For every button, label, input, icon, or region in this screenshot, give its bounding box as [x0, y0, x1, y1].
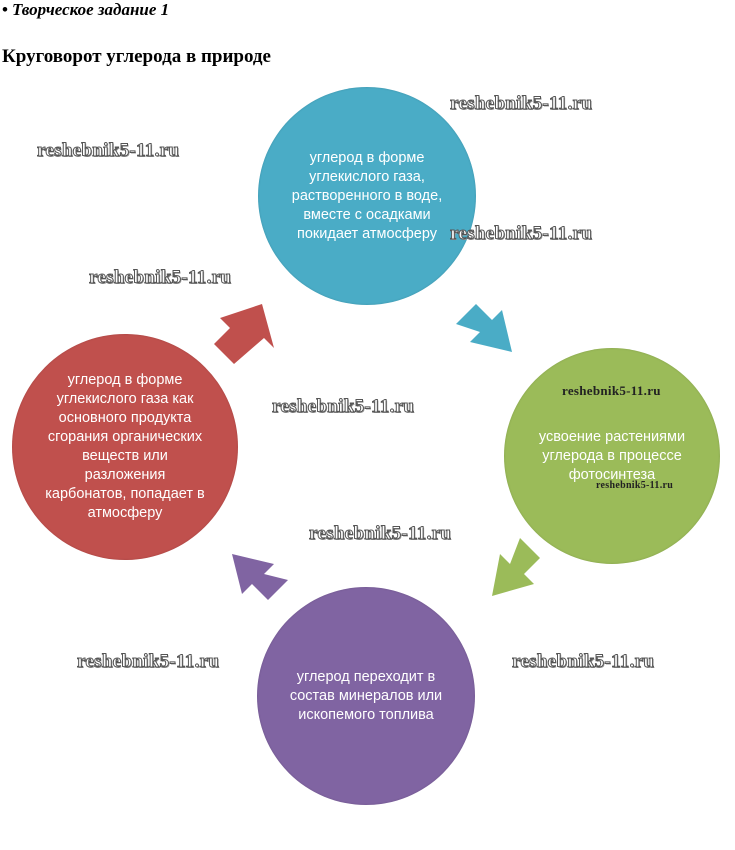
node-combustion-co2: углерод в форме углекислого газа как осн…	[12, 334, 238, 560]
watermark: reshebnik5-11.ru	[308, 523, 452, 545]
node-text: углерод в форме углекислого газа как осн…	[45, 372, 205, 521]
watermark: reshebnik5-11.ru	[88, 267, 232, 289]
node-text: углерод в форме углекислого газа, раство…	[291, 149, 443, 242]
node-text: усвоение растениями углерода в процессе …	[538, 428, 686, 483]
arrow-shape	[232, 554, 288, 600]
watermark: reshebnik5-11.ru	[596, 480, 674, 491]
arrow-shape	[492, 538, 540, 596]
watermark: reshebnik5-11.ru	[76, 651, 220, 673]
watermark: reshebnik5-11.ru	[449, 93, 593, 115]
arrow-bottom-to-left	[232, 554, 288, 600]
task-label: Творческое задание 1	[11, 0, 170, 19]
node-dissolved-co2: углерод в форме углекислого газа, раство…	[258, 87, 476, 305]
bullet: •	[2, 0, 8, 19]
watermark: reshebnik5-11.ru	[36, 140, 180, 162]
page-title: Круговорот углерода в природе	[2, 46, 271, 67]
watermark: reshebnik5-11.ru	[562, 383, 661, 398]
arrow-right-to-bottom	[492, 538, 540, 596]
arrow-shape	[214, 304, 274, 364]
watermark: reshebnik5-11.ru	[449, 223, 593, 245]
watermark: reshebnik5-11.ru	[511, 651, 655, 673]
arrow-shape	[456, 304, 512, 352]
task-heading: •Творческое задание 1	[2, 0, 169, 20]
node-photosynthesis: усвоение растениями углерода в процессе …	[504, 348, 720, 564]
node-minerals-fuel: углерод переходит в состав минералов или…	[257, 587, 475, 805]
node-text: углерод переходит в состав минералов или…	[289, 668, 443, 723]
arrow-top-to-right	[456, 304, 512, 352]
watermark: reshebnik5-11.ru	[271, 396, 415, 418]
arrow-left-to-top	[214, 304, 274, 364]
